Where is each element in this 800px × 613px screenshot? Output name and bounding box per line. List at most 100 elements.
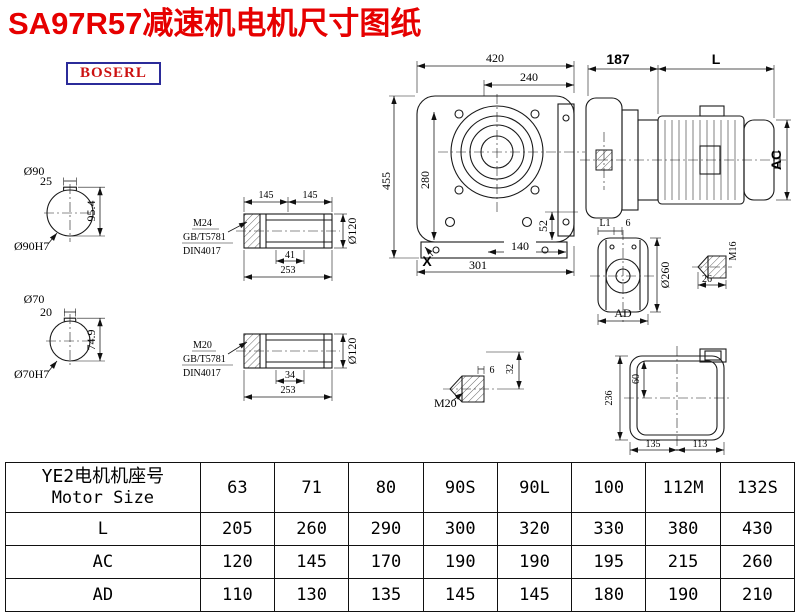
standard-gb-bottom-label: GB/T5781: [183, 354, 226, 365]
dim-145-right-label: 145: [303, 190, 318, 201]
row-label: L: [5, 512, 201, 546]
gearbox-front-view: 420 240 455 280 52 140 301 X: [379, 51, 585, 276]
motor-dimensions-table: YE2电机机座号 Motor Size 63 71 80 90S 90L 100…: [5, 462, 796, 612]
dim-cell: 145: [496, 578, 573, 612]
plug-m16-detail: M16 26: [692, 242, 739, 289]
dim-113-label: 113: [693, 439, 708, 450]
header-en: Motor Size: [51, 488, 155, 509]
solid-shaft-90-section: Ø90 25 95.4 Ø90H7: [14, 164, 105, 253]
dim-cell: 145: [274, 545, 350, 579]
size-col-header: 90L: [496, 462, 573, 513]
thread-m20-plug-label: M20: [434, 396, 457, 410]
row-label: AC: [5, 545, 201, 579]
dim-253-bottom-label: 253: [281, 385, 296, 396]
dim-cell: 205: [199, 512, 276, 546]
page-title: SA97R57减速机电机尺寸图纸: [8, 6, 422, 41]
standard-din-bottom-label: DIN4017: [183, 368, 221, 379]
dim-cell: 180: [571, 578, 647, 612]
size-col-header: 132S: [719, 462, 796, 513]
thread-m20-label: M20: [193, 340, 212, 351]
row-label: AD: [5, 578, 201, 612]
key-20-label: 20: [40, 305, 52, 319]
output-flange-side-view: L1 6 Ø260 AD: [590, 218, 672, 325]
dim-cell: 170: [348, 545, 424, 579]
header-cn: YE2电机机座号: [41, 465, 165, 487]
solid-shaft-70-section: Ø70 20 74.9 Ø70H7: [14, 292, 105, 381]
dim-cell: 215: [645, 545, 721, 579]
dim-cell: 135: [348, 578, 424, 612]
table-row-AD: AD 110 130 135 145 145 180 190 210: [5, 578, 796, 612]
dim-cell: 210: [719, 578, 796, 612]
lifting-eye: [699, 105, 725, 117]
dim-253-top-label: 253: [281, 265, 296, 276]
dim-cell: 195: [571, 545, 647, 579]
dim-26-label: 26: [702, 274, 712, 285]
dim-cell: 260: [719, 545, 796, 579]
size-col-header: 63: [199, 462, 276, 513]
technical-drawing: 420 240 455 280 52 140 301 X: [14, 51, 791, 455]
plug-m20-detail: 6 32 M20: [434, 351, 524, 410]
dim-cell: 330: [571, 512, 647, 546]
dim-301-label: 301: [469, 258, 487, 272]
table-header-row: YE2电机机座号 Motor Size 63 71 80 90S 90L 100…: [5, 462, 796, 513]
terminal-box: [699, 348, 727, 363]
x-position-label: X: [422, 253, 432, 269]
thread-m16-label: M16: [728, 242, 739, 261]
size-col-header: 100: [571, 462, 647, 513]
dim-AC-label: AC: [768, 150, 784, 170]
dim-cell: 110: [199, 578, 276, 612]
dim-cell: 190: [422, 545, 498, 579]
size-col-header: 80: [348, 462, 424, 513]
dim-145-left-label: 145: [259, 190, 274, 201]
key-25-label: 25: [40, 174, 52, 188]
dim-L1-label: L1: [599, 218, 610, 229]
dim-cell: 120: [199, 545, 276, 579]
table-row-AC: AC 120 145 170 190 190 195 215 260: [5, 545, 796, 579]
dim-240-label: 240: [520, 70, 538, 84]
dim-420-label: 420: [486, 51, 504, 65]
gearmotor-side-view: 187 L AC: [580, 51, 791, 219]
dim-280-label: 280: [418, 171, 432, 189]
dim-187-label: 187: [606, 51, 630, 67]
dim-95-4-label: 95.4: [84, 201, 98, 222]
thread-m24-label: M24: [193, 218, 212, 229]
motor-size-header-cell: YE2电机机座号 Motor Size: [5, 462, 201, 513]
dim-AD-label: AD: [614, 306, 632, 320]
dim-52-label: 52: [536, 220, 550, 232]
dim-cell: 145: [422, 578, 498, 612]
hollow-shaft-m20-section: Ø120 M20 GB/T5781 DIN4017 34 253: [182, 333, 359, 401]
dim-cell: 260: [274, 512, 350, 546]
dim-455-label: 455: [379, 172, 393, 190]
standard-gb-top-label: GB/T5781: [183, 232, 226, 243]
dim-60-label: 60: [631, 374, 642, 384]
dim-6-flange-label: 6: [626, 218, 631, 229]
bore-70h7-label: Ø70H7: [14, 367, 49, 381]
dim-135-label: 135: [646, 439, 661, 450]
boserl-logo: BOSERL: [66, 62, 161, 85]
dim-32-label: 32: [505, 364, 516, 374]
dim-236-label: 236: [604, 391, 615, 406]
dia-260-label: Ø260: [658, 262, 672, 289]
hollow-shaft-m24-section: 145 145 Ø120 M24 GB/T5781 DIN4017 41 253: [182, 190, 359, 281]
bore-90h7-label: Ø90H7: [14, 239, 49, 253]
dim-cell: 430: [719, 512, 796, 546]
dim-cell: 380: [645, 512, 721, 546]
size-col-header: 90S: [422, 462, 498, 513]
motor-rear-view: 236 60 135 113: [604, 346, 730, 455]
dim-6-plug-label: 6: [490, 365, 495, 376]
dim-140-label: 140: [511, 239, 529, 253]
dim-41-label: 41: [285, 250, 295, 261]
dim-cell: 300: [422, 512, 498, 546]
dia-90-label: Ø90: [24, 164, 45, 178]
dia-120-bottom-label: Ø120: [345, 338, 359, 365]
dia-70-label: Ø70: [24, 292, 45, 306]
dim-cell: 320: [496, 512, 573, 546]
housing-foot: [420, 241, 568, 259]
dim-cell: 190: [496, 545, 573, 579]
dim-L-label: L: [712, 51, 721, 67]
dim-74-9-label: 74.9: [84, 330, 98, 351]
size-col-header: 112M: [645, 462, 721, 513]
housing-outline: [416, 95, 575, 243]
dim-cell: 290: [348, 512, 424, 546]
